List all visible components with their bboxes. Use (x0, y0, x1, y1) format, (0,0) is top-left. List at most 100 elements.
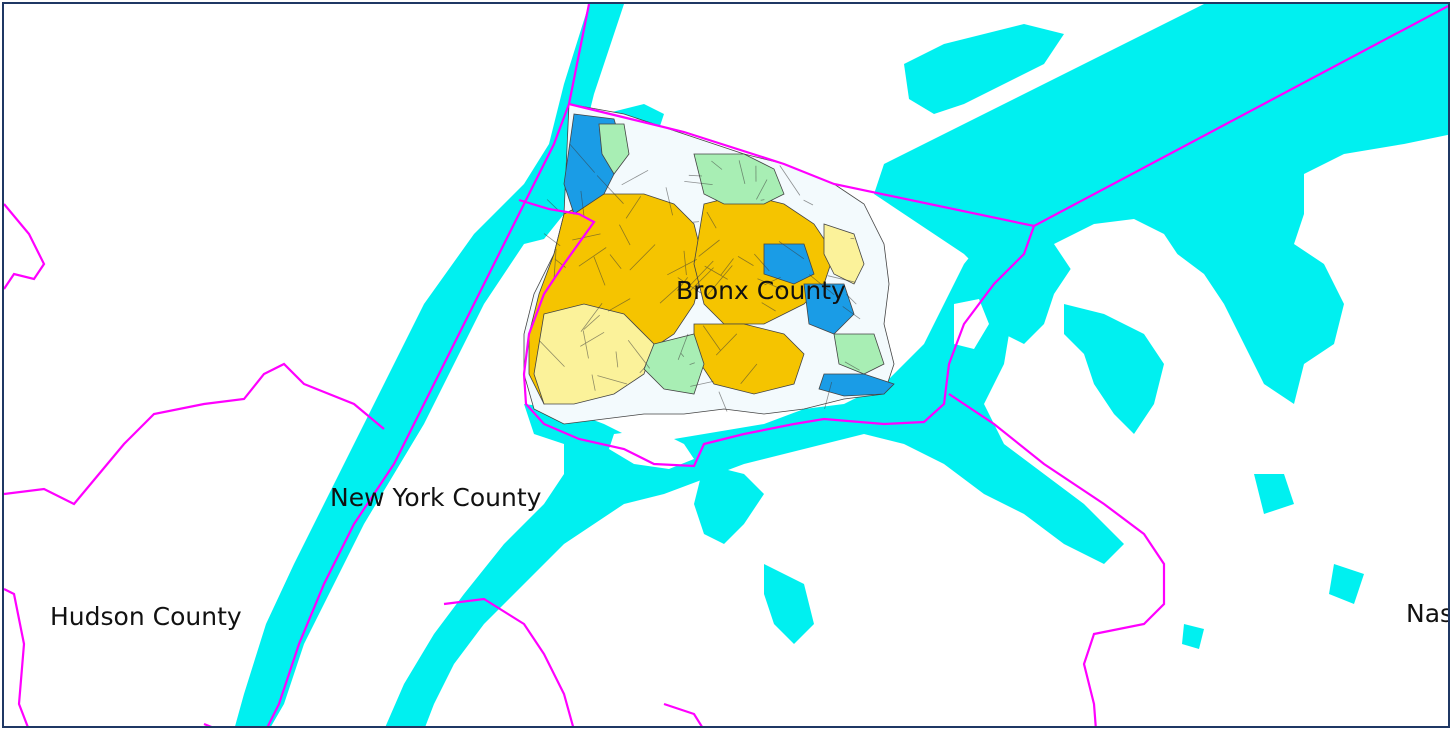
label-bronx-county: Bronx County (676, 276, 846, 305)
tract-class-2-southwest[interactable] (533, 303, 655, 405)
tract-edge (607, 298, 631, 312)
tract-edge (621, 169, 649, 186)
tract-edge (844, 361, 860, 371)
tract-grid (539, 143, 861, 412)
boundary-bergen-west (4, 203, 46, 290)
tract-edge (583, 314, 600, 330)
tract-class-4-east[interactable] (803, 283, 855, 335)
tract-class-3-north[interactable] (693, 153, 785, 205)
tract-class-4-central[interactable] (763, 243, 815, 285)
tract-edge (689, 362, 695, 365)
tract-edge (677, 277, 702, 294)
tract-edge (580, 331, 605, 347)
county-labels: Bronx County New York County Hudson Coun… (50, 276, 1450, 631)
boundary-queens-kings (443, 597, 575, 726)
tract-edge (711, 160, 723, 170)
tract-edge (756, 179, 768, 200)
land-island-4 (1054, 219, 1184, 304)
tract-edge (779, 165, 801, 196)
tract-edge (578, 247, 607, 267)
tract-edge (619, 224, 631, 246)
water-layer (235, 4, 1448, 726)
tract-edge (593, 256, 606, 286)
tract-edge (842, 306, 861, 320)
water-east-river (385, 239, 1124, 726)
county-boundaries (4, 4, 1448, 726)
tract-edge (680, 352, 685, 358)
boundary-south-manhattan (663, 702, 703, 726)
label-nassau-county-partial: Nas (1406, 599, 1450, 628)
tract-edge (659, 280, 686, 304)
tract-class-3-northwest[interactable] (598, 123, 630, 175)
tract-edge (639, 366, 646, 374)
tract-class-3-east[interactable] (833, 333, 885, 375)
tract-edge (596, 175, 624, 204)
water-small-4 (1182, 624, 1204, 649)
tract-edge (627, 340, 651, 369)
map-canvas[interactable]: Bronx County New York County Hudson Coun… (4, 4, 1450, 728)
tract-edge (580, 190, 585, 216)
bronx-tracts[interactable] (523, 103, 895, 425)
tract-edge (683, 250, 687, 276)
tract-edge (764, 276, 781, 286)
boundary-hudson-county (4, 362, 385, 506)
tract-edge (754, 253, 770, 272)
tract-edge (539, 340, 565, 367)
tract-edge (720, 258, 734, 276)
water-bay-north (904, 24, 1064, 114)
tract-edge (553, 248, 557, 279)
boundary-hudson-river-west (266, 4, 591, 726)
tract-edge (827, 275, 856, 283)
tract-edge (803, 199, 814, 206)
tract-edge (718, 391, 728, 412)
tract-edge (740, 363, 758, 385)
tract-edge (737, 256, 754, 266)
tract-edge (690, 381, 714, 387)
tract-edge (665, 187, 673, 216)
tract-edge (582, 330, 589, 359)
tract-edge (702, 325, 721, 351)
tract-edge (597, 375, 628, 385)
tract-edge (707, 265, 733, 296)
tract-edge (615, 351, 619, 368)
tract-edge (704, 265, 728, 280)
tract-edge (690, 260, 714, 286)
boundary-bronx-north (568, 4, 1448, 228)
tract-class-3-south[interactable] (643, 333, 705, 395)
tract-edge (580, 303, 603, 332)
land-island-3 (1304, 134, 1448, 314)
tract-edge (715, 333, 738, 356)
tract-edge (846, 294, 857, 305)
tract-edge (684, 181, 713, 185)
water-long-island-sound (874, 4, 1448, 404)
tract-edge (629, 244, 656, 271)
tract-edge (689, 267, 714, 292)
tract-edge (738, 160, 746, 184)
label-hudson-county: Hudson County (50, 602, 242, 631)
water-small-2 (1254, 474, 1294, 514)
land-island-2 (954, 299, 989, 349)
boundary-hudson-county-west (4, 588, 29, 726)
tract-edge (676, 277, 689, 291)
water-small-1 (764, 564, 814, 644)
tract-edge (706, 211, 717, 229)
label-new-york-county: New York County (330, 483, 542, 512)
water-small-3 (1329, 564, 1364, 604)
tract-edge (693, 221, 700, 223)
tract-edge (824, 381, 833, 409)
boundary-southwest (203, 722, 212, 726)
land-layer (609, 134, 1448, 469)
tract-edge (609, 254, 622, 270)
tract-edge (688, 174, 703, 177)
tract-edge (591, 374, 596, 391)
water-bay-south (694, 464, 764, 544)
tract-edge (572, 233, 601, 241)
tract-edge (625, 196, 642, 219)
land-island-1 (609, 429, 694, 469)
tract-edge (761, 302, 776, 312)
boundary-nassau-west (948, 393, 1166, 726)
tract-edge (569, 143, 596, 173)
tract-edge (543, 233, 561, 247)
tract-edge (760, 199, 765, 201)
